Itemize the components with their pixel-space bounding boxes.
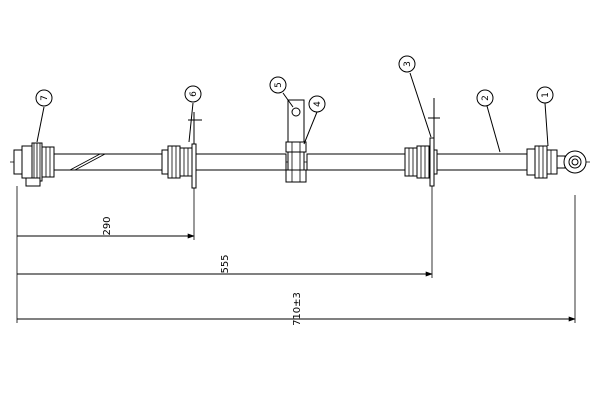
callout-3: 3 bbox=[398, 55, 416, 73]
dimension-290: 290 bbox=[17, 216, 195, 239]
hose-segment-left bbox=[53, 153, 167, 171]
ferrule-group-6 bbox=[161, 145, 193, 179]
bracket-4-5 bbox=[285, 99, 307, 183]
clip-3 bbox=[429, 137, 435, 187]
callout-4: 4 bbox=[308, 95, 326, 113]
callout-5: 5 bbox=[269, 76, 287, 94]
bracket-hole bbox=[291, 107, 301, 117]
hose-segment-right bbox=[436, 153, 528, 171]
dimension-710: 710±3 bbox=[17, 292, 576, 326]
dimension-290-text: 290 bbox=[102, 216, 113, 235]
dimension-555-text: 555 bbox=[220, 254, 231, 273]
callout-4-label: 4 bbox=[313, 101, 323, 107]
callout-6: 6 bbox=[184, 85, 202, 103]
dimension-555: 555 bbox=[17, 254, 433, 277]
extension-lines bbox=[16, 186, 576, 323]
right-ferrule-1 bbox=[526, 145, 566, 179]
left-end-fitting bbox=[13, 142, 55, 187]
hose-segment-middle-left bbox=[195, 153, 287, 171]
clip-6 bbox=[191, 143, 197, 189]
hose-segment-middle-right bbox=[306, 153, 406, 171]
callout-leaders bbox=[36, 72, 549, 153]
dimension-710-text: 710±3 bbox=[292, 292, 303, 326]
callout-3-label: 3 bbox=[403, 61, 413, 67]
callout-5-label: 5 bbox=[274, 82, 284, 88]
callout-2: 2 bbox=[476, 89, 494, 107]
banjo-eye-fitting bbox=[563, 150, 587, 174]
callout-1: 1 bbox=[536, 86, 554, 104]
hose-assembly bbox=[13, 98, 587, 189]
callout-2-label: 2 bbox=[481, 95, 491, 101]
callout-7: 7 bbox=[35, 89, 53, 107]
callout-7-label: 7 bbox=[40, 95, 50, 101]
callout-1-label: 1 bbox=[541, 92, 551, 98]
callout-6-label: 6 bbox=[189, 91, 199, 97]
